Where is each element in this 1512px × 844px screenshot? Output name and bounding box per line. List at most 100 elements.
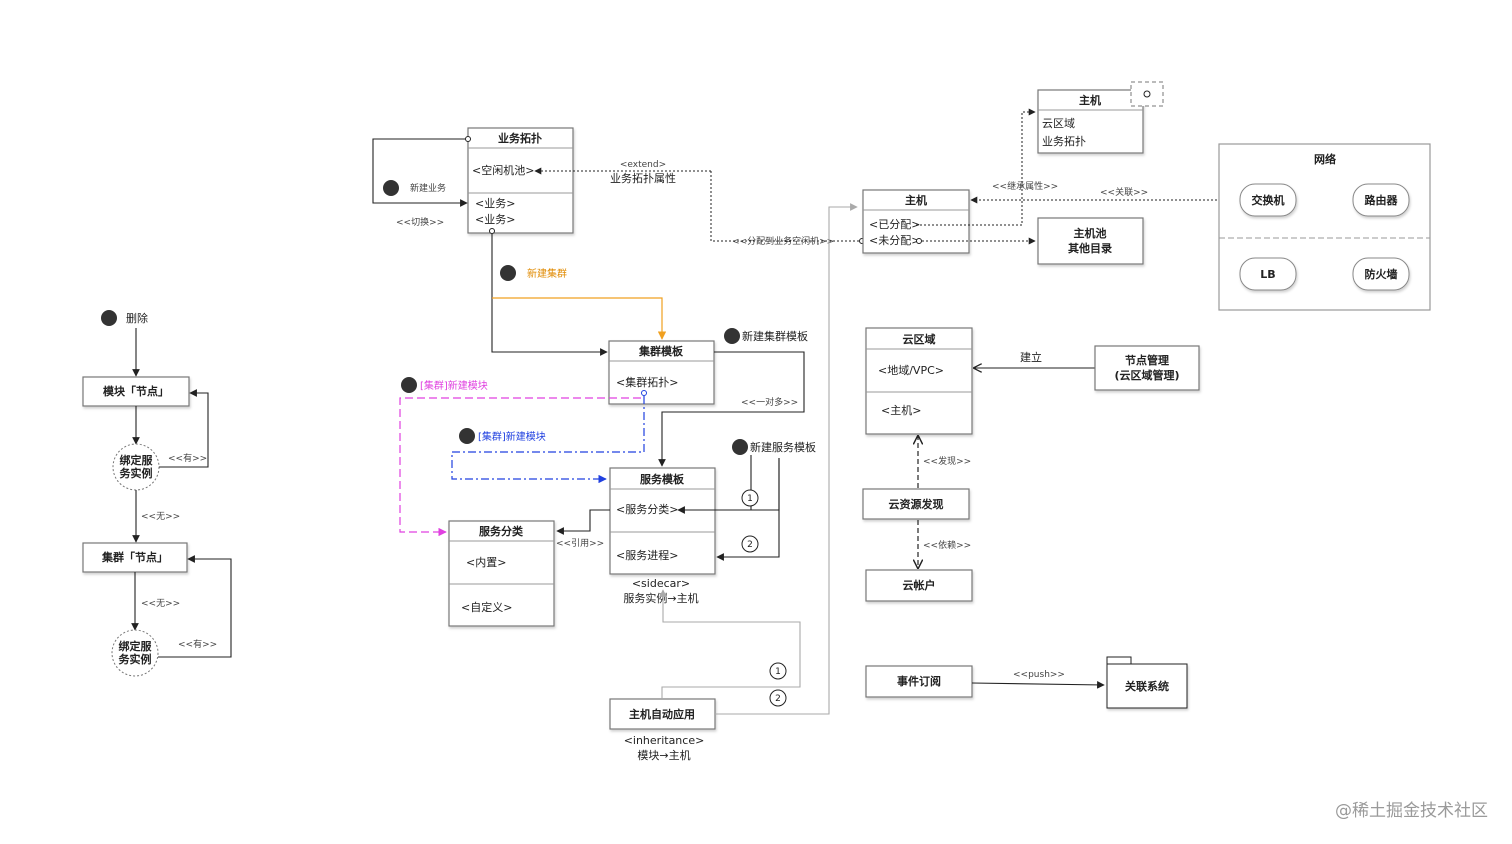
inheritance-line1: <inheritance> [624, 734, 705, 747]
unassigned-label: <未分配> [869, 234, 920, 247]
biz1-label: <业务> [475, 197, 515, 210]
one-many-label: <<一对多>> [741, 396, 798, 408]
cloud-area: 云区域 <地域/VPC> <主机> 建立 节点管理 (云区域管理) <<发现>>… [862, 327, 1200, 602]
account-title: 云帐户 [903, 578, 936, 592]
new-module-magenta-marker-icon [401, 377, 417, 393]
cluster-node-label: 集群「节点」 [101, 550, 168, 564]
host-box[interactable] [862, 189, 970, 254]
service-cat-title: 服务分类 [479, 524, 524, 538]
router-node[interactable] [1352, 183, 1410, 217]
region-label: <地域/VPC> [878, 364, 944, 377]
cluster-template: 集群模板 <集群拓扑> 新建集群模板 <<一对多>> [608, 328, 808, 467]
bind2-line2: 务实例 [119, 652, 152, 666]
sidecar-line1: <sidecar> [632, 577, 690, 590]
cloud-area-box[interactable] [865, 327, 973, 435]
new-cluster-flow: 新建集群 [489, 228, 667, 356]
service-category-label: <服务分类> [616, 502, 678, 516]
push-label: <<push>> [1013, 670, 1065, 680]
new-cluster-marker-icon [500, 265, 516, 281]
host-attrs-title: 主机 [1079, 93, 1101, 107]
service-tpl-title: 服务模板 [640, 472, 685, 486]
bind1-line2: 务实例 [120, 466, 153, 480]
network-title: 网络 [1314, 152, 1336, 166]
host-pool-box[interactable] [1037, 217, 1144, 265]
assign-label: <<分配到业务空闲机>> [732, 235, 834, 247]
sidecar-line2: 服务实例→主机 [623, 591, 698, 605]
new-cluster-label: 新建集群 [527, 267, 567, 280]
step-2-text: 2 [747, 540, 753, 550]
host-auto-box[interactable] [609, 698, 716, 730]
auto-step-2-text: 2 [775, 694, 781, 704]
topology-title: 业务拓扑 [498, 131, 542, 145]
node-mgmt-line1: 节点管理 [1125, 353, 1169, 367]
discover-relation-label: <<发现>> [923, 455, 971, 467]
event-subscribe-box[interactable] [865, 665, 973, 698]
has2-label: <<有>> [178, 638, 217, 650]
host-auto-apply: 主机自动应用 <inheritance> 模块→主机 1 2 [609, 203, 858, 762]
event-subscription: 事件订阅 <<push>> 关联系统 [865, 656, 1188, 709]
bind2-line1: 绑定服 [119, 639, 153, 653]
node-mgmt-line2: (云区域管理) [1114, 368, 1179, 382]
host-pool-line2: 其他目录 [1068, 241, 1112, 255]
host-title: 主机 [905, 193, 927, 207]
new-module-magenta-label: [集群]新建模块 [420, 379, 488, 392]
switch-node[interactable] [1239, 183, 1297, 217]
custom-label: <自定义> [461, 600, 512, 614]
topology-box[interactable] [467, 127, 574, 234]
service-tpl-box[interactable] [609, 467, 716, 575]
inheritance-line2: 模块→主机 [637, 748, 690, 762]
new-biz-marker-icon [383, 180, 399, 196]
bind1-line1: 绑定服 [120, 453, 154, 467]
service-category: 服务分类 <内置> <自定义> [448, 520, 555, 627]
module-node-label: 模块「节点」 [103, 384, 169, 398]
firewall-node[interactable] [1352, 257, 1410, 291]
ref-label: <<引用>> [556, 538, 604, 549]
lb-node[interactable] [1239, 257, 1297, 291]
host-attrs: 主机 云区域 业务拓扑 [1037, 81, 1164, 154]
bind-instance-circle-2[interactable] [111, 629, 159, 677]
cluster-tpl-title: 集群模板 [638, 344, 684, 358]
cluster-topo-label: <集群拓扑> [616, 375, 678, 389]
node-mgmt-box[interactable] [1094, 345, 1200, 391]
left-flow: 删除 模块「节点」 绑定服 务实例 <<有>> <<无>> 集群「节点」 <<无… [82, 310, 232, 677]
host-auto-title: 主机自动应用 [629, 707, 695, 721]
related-system-box[interactable] [1106, 663, 1188, 709]
new-service-tpl-label: 新建服务模板 [750, 440, 816, 454]
auto-step-2-badge [769, 689, 787, 707]
switch-label: <<切换>> [396, 216, 444, 228]
new-cluster-tpl-marker-icon [724, 328, 740, 344]
host-attrs-box[interactable] [1037, 89, 1144, 154]
service-process-label: <服务进程> [616, 549, 678, 562]
auto-step-1-badge [769, 662, 787, 680]
build-label: 建立 [1020, 350, 1042, 364]
service-cat-box[interactable] [448, 520, 555, 627]
none2-label: <<无>> [141, 598, 180, 609]
watermark: @稀土掘金技术社区 [1335, 801, 1488, 821]
router-label: 路由器 [1365, 193, 1399, 207]
step-1-text: 1 [747, 494, 753, 504]
new-biz-label: 新建业务 [410, 182, 446, 194]
host: 主机 <已分配> <未分配> <<继承属性>> <<关联>> [862, 108, 1238, 254]
cloud-area-attr: 云区域 [1042, 117, 1075, 130]
biz2-label: <业务> [475, 213, 515, 226]
none1-label: <<无>> [141, 511, 180, 522]
biz-topology-attr: 业务拓扑 [1042, 134, 1086, 148]
param-circle-icon [1143, 90, 1151, 98]
new-module-blue-label: [集群]新建模块 [478, 430, 546, 443]
auto-step-1-text: 1 [775, 667, 781, 677]
cloud-area-title: 云区域 [903, 332, 936, 346]
related-system-title: 关联系统 [1125, 679, 1169, 693]
network: 网络 交换机 路由器 LB 防火墙 [1218, 143, 1431, 311]
lb-label: LB [1260, 268, 1275, 281]
step-1-badge [741, 489, 759, 507]
account-box[interactable] [865, 569, 973, 602]
new-service-tpl-marker-icon [732, 439, 748, 455]
discover-title: 云资源发现 [889, 497, 944, 511]
builtin-label: <内置> [466, 555, 506, 569]
assigned-label: <已分配> [869, 218, 920, 231]
business-topology: 业务拓扑 <空闲机池> <业务> <业务> 新建业务 <<切换>> <exten… [372, 127, 865, 247]
discover-box[interactable] [862, 488, 970, 520]
switch-label: 交换机 [1252, 193, 1285, 207]
cluster-tpl-box[interactable] [608, 340, 715, 405]
